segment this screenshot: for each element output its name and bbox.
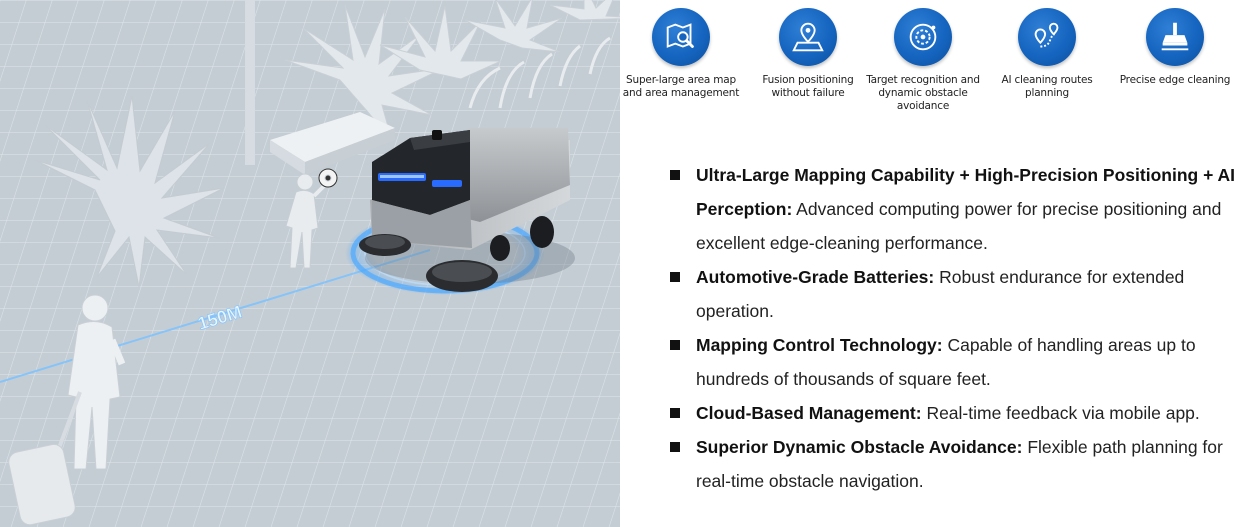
feature-route-planning: AI cleaning routes planning <box>988 8 1106 100</box>
route-pins-icon <box>1018 8 1076 66</box>
feature-panel: Super-large area map and area management… <box>620 0 1254 527</box>
bullet-text: Capable of handling areas up to hundreds… <box>696 335 1196 389</box>
target-radar-icon <box>894 8 952 66</box>
bullet-title: Automotive-Grade Batteries: <box>696 267 935 287</box>
map-search-icon <box>652 8 710 66</box>
edge-brush-icon <box>1146 8 1204 66</box>
feature-caption: AI cleaning routes planning <box>1001 74 1093 99</box>
scene-svg: 150M <box>0 0 620 527</box>
feature-target-recognition: Target recognition and dynamic obstacle … <box>864 8 982 113</box>
feature-caption: Target recognition and dynamic obstacle … <box>866 74 980 112</box>
bullet-mapping-perception: Ultra-Large Mapping Capability + High-Pr… <box>670 158 1240 260</box>
lamp-pole <box>245 0 255 165</box>
palm-plant-left <box>34 95 225 288</box>
bullet-text: Flexible path planning for real-time obs… <box>696 437 1223 491</box>
location-pin-map-icon <box>779 8 837 66</box>
feature-map-management: Super-large area map and area management <box>622 8 740 100</box>
bullet-title: Superior Dynamic Obstacle Avoidance: <box>696 437 1023 457</box>
bullet-title: Mapping Control Technology: <box>696 335 943 355</box>
feature-fusion-positioning: Fusion positioning without failure <box>749 8 867 100</box>
feature-caption: Precise edge cleaning <box>1119 74 1231 86</box>
feature-caption: Super-large area map and area management <box>622 74 740 99</box>
spec-bullet-list: Ultra-Large Mapping Capability + High-Pr… <box>670 158 1240 498</box>
bullet-batteries: Automotive-Grade Batteries: Robust endur… <box>670 260 1240 328</box>
bullet-mapping-control: Mapping Control Technology: Capable of h… <box>670 328 1240 396</box>
child-figure <box>285 168 338 269</box>
palm-plant-right <box>464 0 620 53</box>
bullet-text: Real-time feedback via mobile app. <box>921 403 1200 423</box>
feature-caption: Fusion positioning without failure <box>762 74 854 99</box>
feature-icons-row: Super-large area map and area management… <box>620 8 1254 128</box>
bullet-obstacle-avoidance: Superior Dynamic Obstacle Avoidance: Fle… <box>670 430 1240 498</box>
bullet-cloud-management: Cloud-Based Management: Real-time feedba… <box>670 396 1240 430</box>
fence <box>468 36 611 109</box>
traveler-figure <box>8 294 126 526</box>
feature-edge-cleaning: Precise edge cleaning <box>1116 8 1234 87</box>
suitcase-icon <box>8 391 82 526</box>
bullet-text: Advanced computing power for precise pos… <box>696 199 1222 253</box>
robot-sweeper <box>359 128 575 292</box>
bullet-text: Robust endurance for extended operation. <box>696 267 1185 321</box>
bench <box>270 112 395 175</box>
bullet-title: Ultra-Large Mapping Capability + High-Pr… <box>696 165 1235 219</box>
palm-plant-center <box>284 4 502 142</box>
robot-scene-illustration: 150M <box>0 0 620 527</box>
bullet-title: Cloud-Based Management: <box>696 403 922 423</box>
